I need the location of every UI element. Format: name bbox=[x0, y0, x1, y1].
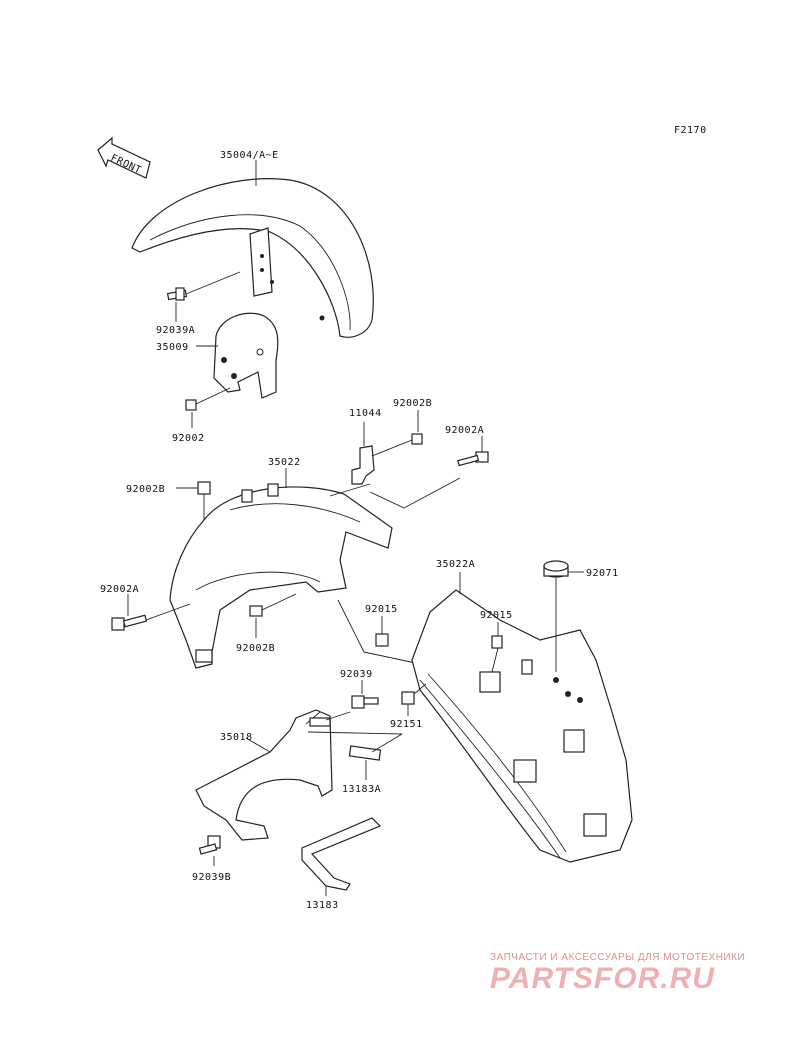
bolt-92039 bbox=[351, 695, 379, 709]
label-92039B: 92039B bbox=[192, 872, 231, 883]
label-92151: 92151 bbox=[390, 719, 423, 730]
fender-bracket-35009 bbox=[213, 312, 279, 399]
label-92071: 92071 bbox=[586, 568, 619, 579]
label-92002B-top: 92002B bbox=[393, 398, 432, 409]
label-92002B-left: 92002B bbox=[126, 484, 165, 495]
clip-92015-a bbox=[375, 633, 389, 647]
label-92015-b: 92015 bbox=[480, 610, 513, 621]
bolt-92039A bbox=[166, 287, 188, 301]
bolt-92002B-mid bbox=[249, 593, 297, 617]
label-92002A-left: 92002A bbox=[100, 584, 139, 595]
label-35022: 35022 bbox=[268, 457, 301, 468]
plate-13183A bbox=[348, 745, 382, 761]
label-92015-a: 92015 bbox=[365, 604, 398, 615]
watermark-logo: PARTSFOR.RU bbox=[490, 962, 715, 995]
label-92002: 92002 bbox=[172, 433, 205, 444]
rear-fender-rear-35022A bbox=[411, 589, 633, 863]
label-92039A: 92039A bbox=[156, 325, 195, 336]
clip-92015-b bbox=[491, 635, 503, 649]
label-13183: 13183 bbox=[306, 900, 339, 911]
label-13183A: 13183A bbox=[342, 784, 381, 795]
label-92039: 92039 bbox=[340, 669, 373, 680]
bracket-11044 bbox=[351, 445, 375, 485]
figure-code: F2170 bbox=[674, 125, 707, 136]
label-35022A: 35022A bbox=[436, 559, 475, 570]
bolt-92002 bbox=[185, 387, 231, 411]
bolt-92151 bbox=[401, 683, 427, 705]
bolt-92039B bbox=[198, 835, 221, 855]
front-direction-arrow-icon: FRONT bbox=[97, 136, 151, 179]
label-92002A-top: 92002A bbox=[445, 425, 484, 436]
bracket-35018 bbox=[195, 709, 333, 841]
front-fender bbox=[131, 178, 374, 338]
label-35009: 35009 bbox=[156, 342, 189, 353]
label-35004: 35004/A~E bbox=[220, 150, 279, 161]
label-92002B-mid: 92002B bbox=[236, 643, 275, 654]
bolt-92002A-left bbox=[111, 614, 148, 631]
bolt-92002A-top bbox=[457, 451, 489, 467]
label-11044: 11044 bbox=[349, 408, 382, 419]
bolt-92002B-top bbox=[371, 433, 423, 457]
grommet-92071 bbox=[543, 560, 569, 578]
rear-fender-front-35022 bbox=[169, 483, 393, 669]
watermark-tagline: ЗАПЧАСТИ И АКСЕССУАРЫ ДЛЯ МОТОТЕХНИКИ bbox=[490, 952, 746, 963]
bracket-13183 bbox=[301, 817, 382, 891]
label-35018: 35018 bbox=[220, 732, 253, 743]
